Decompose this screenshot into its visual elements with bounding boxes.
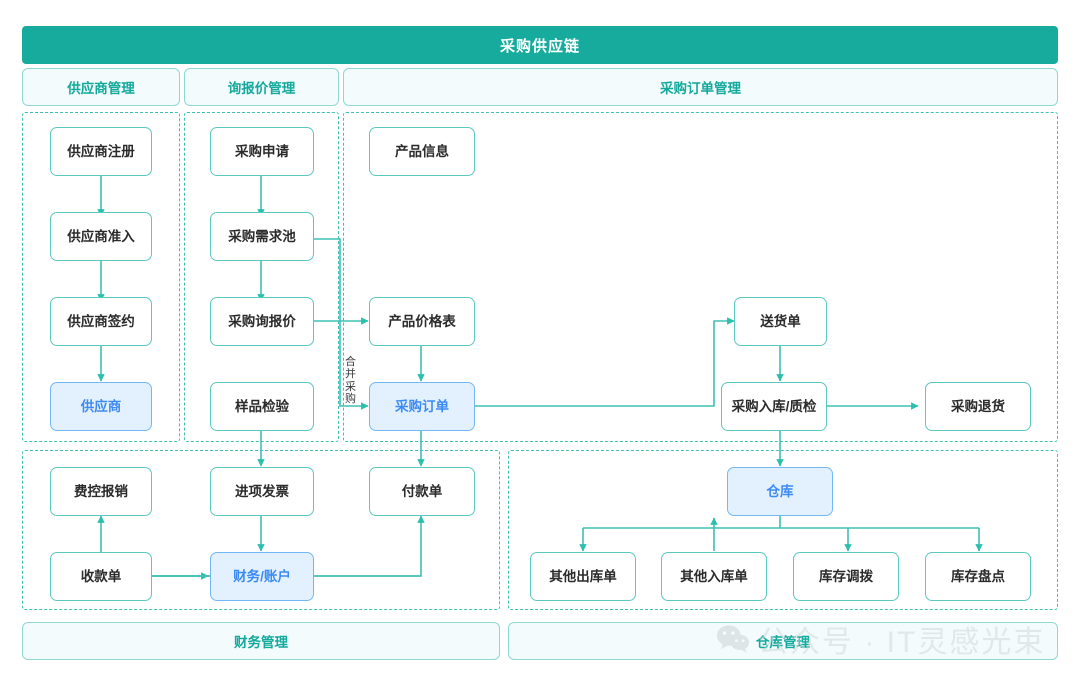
- page-title-text: 采购供应链: [499, 37, 580, 55]
- node-purchase-request[interactable]: 采购申请: [210, 127, 314, 176]
- node-supplier-access[interactable]: 供应商准入: [50, 212, 152, 261]
- node-warehouse[interactable]: 仓库: [727, 467, 833, 516]
- section-header-inquiry-label: 询报价管理: [227, 81, 296, 96]
- node-warehouse-label: 仓库: [766, 483, 794, 499]
- section-header-supplier-label: 供应商管理: [67, 81, 135, 96]
- node-input-invoice-label: 进项发票: [235, 483, 289, 499]
- node-other-inbound-label: 其他入库单: [680, 568, 748, 584]
- node-delivery-note[interactable]: 送货单: [734, 297, 827, 346]
- section-footer-warehouse-label: 仓库管理: [756, 635, 810, 650]
- node-other-outbound[interactable]: 其他出库单: [530, 552, 636, 601]
- node-inbound-qc[interactable]: 采购入库/质检: [721, 382, 827, 431]
- group-supplier-management: [22, 112, 180, 442]
- node-demand-pool-label: 采购需求池: [228, 228, 296, 244]
- section-footer-finance[interactable]: 财务管理: [22, 622, 500, 660]
- node-other-outbound-label: 其他出库单: [549, 568, 617, 584]
- node-expense-claim[interactable]: 费控报销: [50, 467, 152, 516]
- node-delivery-note-label: 送货单: [760, 313, 801, 329]
- section-header-inquiry[interactable]: 询报价管理: [184, 68, 339, 106]
- node-price-list-label: 产品价格表: [388, 313, 456, 329]
- node-finance-account-label: 财务/账户: [233, 568, 291, 584]
- node-supplier[interactable]: 供应商: [50, 382, 152, 431]
- node-input-invoice[interactable]: 进项发票: [210, 467, 314, 516]
- node-purchase-return[interactable]: 采购退货: [925, 382, 1031, 431]
- node-receipt-note[interactable]: 收款单: [50, 552, 152, 601]
- node-stock-count[interactable]: 库存盘点: [925, 552, 1031, 601]
- node-finance-account[interactable]: 财务/账户: [210, 552, 314, 601]
- node-supplier-register-label: 供应商注册: [67, 143, 135, 159]
- node-supplier-contract-label: 供应商签约: [67, 313, 135, 329]
- section-header-order[interactable]: 采购订单管理: [343, 68, 1058, 106]
- node-other-inbound[interactable]: 其他入库单: [661, 552, 767, 601]
- node-demand-pool[interactable]: 采购需求池: [210, 212, 314, 261]
- section-header-supplier[interactable]: 供应商管理: [22, 68, 180, 106]
- node-sample-check-label: 样品检验: [235, 398, 289, 414]
- node-receipt-note-label: 收款单: [80, 568, 122, 584]
- node-supplier-label: 供应商: [80, 398, 122, 414]
- node-sample-check[interactable]: 样品检验: [210, 382, 314, 431]
- node-purchase-request-label: 采购申请: [235, 143, 289, 159]
- node-supplier-register[interactable]: 供应商注册: [50, 127, 152, 176]
- node-inbound-qc-label: 采购入库/质检: [731, 398, 817, 414]
- node-product-info[interactable]: 产品信息: [369, 127, 475, 176]
- node-stock-transfer[interactable]: 库存调拨: [793, 552, 899, 601]
- node-purchase-inquiry-label: 采购询报价: [228, 313, 296, 329]
- node-expense-claim-label: 费控报销: [74, 483, 128, 499]
- group-warehouse: [508, 450, 1058, 610]
- node-supplier-contract[interactable]: 供应商签约: [50, 297, 152, 346]
- node-purchase-order-label: 采购订单: [395, 398, 449, 414]
- node-supplier-access-label: 供应商准入: [67, 228, 135, 244]
- node-purchase-inquiry[interactable]: 采购询报价: [210, 297, 314, 346]
- section-footer-finance-label: 财务管理: [234, 635, 288, 650]
- node-stock-transfer-label: 库存调拨: [819, 568, 873, 584]
- node-payment-note-label: 付款单: [401, 483, 443, 499]
- node-price-list[interactable]: 产品价格表: [369, 297, 475, 346]
- section-footer-warehouse[interactable]: 仓库管理: [508, 622, 1058, 660]
- page-title: 采购供应链: [22, 26, 1058, 64]
- node-purchase-order[interactable]: 采购订单: [369, 382, 475, 431]
- edge-label-merge-purchase: 合并采购: [345, 356, 356, 405]
- node-payment-note[interactable]: 付款单: [369, 467, 475, 516]
- node-stock-count-label: 库存盘点: [951, 568, 1005, 584]
- section-header-order-label: 采购订单管理: [660, 81, 741, 96]
- node-product-info-label: 产品信息: [395, 143, 449, 159]
- node-purchase-return-label: 采购退货: [951, 398, 1005, 414]
